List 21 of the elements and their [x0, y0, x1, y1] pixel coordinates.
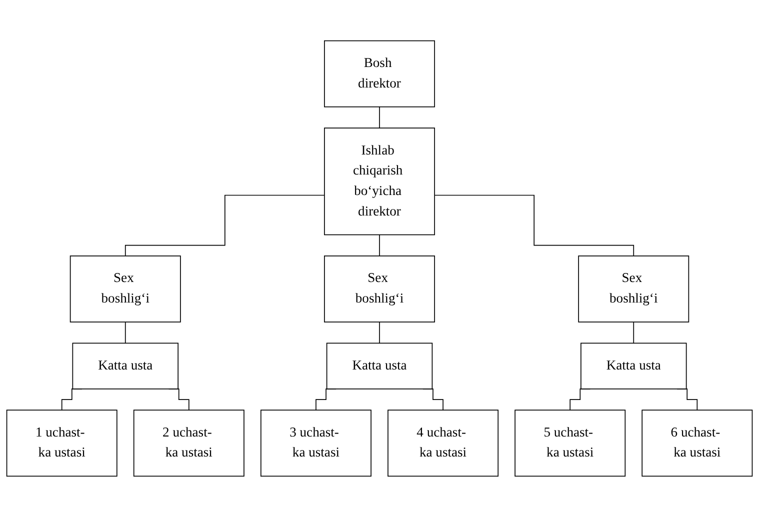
node-box: 6 uchast- ka ustasi: [642, 410, 753, 477]
connector: [124, 194, 325, 256]
connector: [379, 234, 380, 256]
node-box: 2 uchast- ka ustasi: [133, 410, 244, 477]
node-box: Sex boshlig‘i: [70, 256, 181, 322]
node-box: 1 uchast- ka ustasi: [6, 410, 118, 477]
node-box: Katta usta: [72, 342, 178, 390]
connector: [379, 322, 380, 344]
connector: [434, 194, 634, 256]
connector: [379, 106, 380, 128]
node-box: Ishlab chiqarish bo‘yicha direktor: [324, 128, 435, 236]
node-box: 4 uchast- ka ustasi: [388, 410, 499, 477]
node-box: Sex boshlig‘i: [324, 256, 435, 322]
connector: [633, 322, 634, 344]
node-box: 5 uchast- ka ustasi: [514, 410, 626, 477]
connector: [124, 322, 126, 344]
node-box: Bosh direktor: [324, 40, 435, 108]
node-box: Sex boshlig‘i: [578, 256, 690, 322]
node-box: Katta usta: [580, 342, 687, 390]
node-box: Katta usta: [326, 342, 433, 390]
node-box: 3 uchast- ka ustasi: [260, 410, 372, 477]
